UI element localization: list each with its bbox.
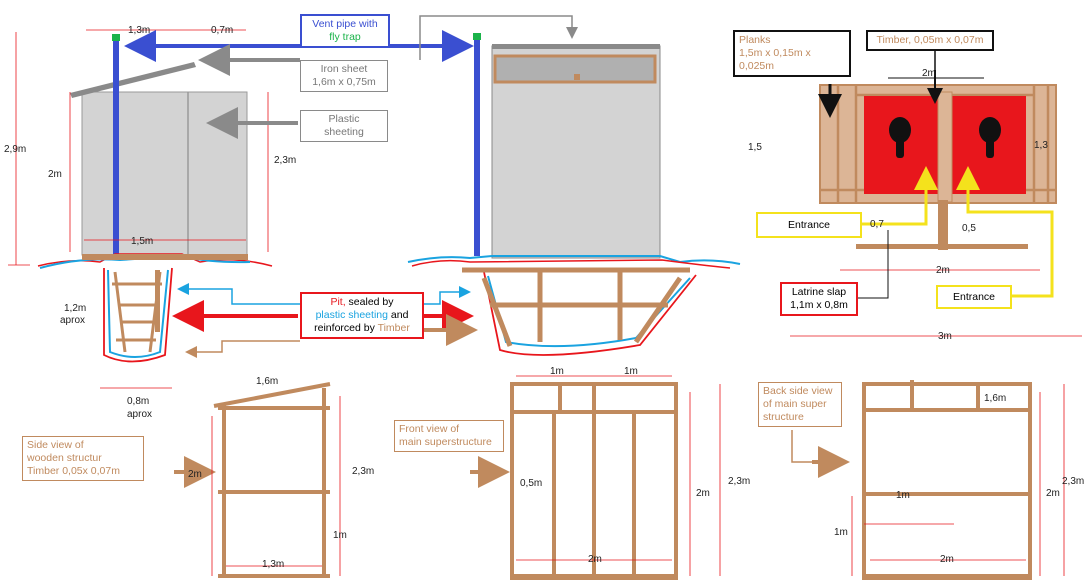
back-frame-dim-2-3m: 2,3m	[1062, 476, 1084, 487]
side-plastic-wall	[81, 91, 248, 256]
vent-pipe-callout: Vent pipe with fly trap	[300, 14, 390, 48]
entrance-callout-1: Entrance	[756, 212, 862, 238]
plan-dim-1-5: 1,5	[748, 142, 762, 153]
side-view-callout: Side view of wooden structur Timber 0,05…	[22, 436, 144, 481]
front-frame-dim-2-3m: 2,3m	[728, 476, 750, 487]
pit-sealed-text: sealed by	[345, 296, 394, 308]
iron-sheet-connector	[419, 15, 578, 60]
side-wooden-frame	[213, 382, 331, 578]
iron-sheet-callout: Iron sheet 1,6m x 0,75m	[300, 60, 388, 92]
plan-dim-1-3: 1,3	[1034, 140, 1048, 151]
pit-reinforced-text: reinforced by	[314, 322, 378, 334]
plan-dim-0-7: 0,7	[870, 219, 884, 230]
latrine-slab-label: Latrine slap	[791, 286, 847, 298]
front-view-latrine	[407, 33, 741, 356]
plastic-sheeting-callout: Plastic sheeting	[300, 110, 388, 142]
timber-label: Timber, 0,05m x 0,07m	[876, 34, 984, 46]
plastic-pit-arrow-right	[424, 286, 471, 305]
entrance-label-1: Entrance	[787, 219, 831, 231]
back-frame-dim-1m-vert: 1m	[834, 527, 848, 538]
fly-trap-label: fly trap	[329, 31, 361, 43]
vent-fly-trap-cap	[112, 34, 120, 41]
back-frame-dim-2m: 2m	[940, 554, 954, 565]
side-frame-dim-1m: 1m	[333, 530, 347, 541]
front-view-callout: Front view of main superstructure	[394, 420, 504, 452]
dim-2m-side: 2m	[48, 169, 62, 180]
pit-label: Pit,	[330, 296, 346, 308]
pit-plastic-text: plastic sheeting	[315, 309, 388, 321]
front-view-label-2: main superstructure	[399, 436, 492, 448]
dim-0-8m: 0,8m	[127, 396, 149, 407]
front-frame-dim-1m-b: 1m	[624, 366, 638, 377]
entrance-callout-2: Entrance	[936, 285, 1012, 309]
pit-and-text: and	[387, 309, 409, 321]
pit-callout: Pit, sealed by plastic sheeting and rein…	[300, 292, 424, 339]
plan-dim-2m-bottom: 2m	[936, 265, 950, 276]
side-frame-dim-1-6m: 1,6m	[256, 376, 278, 387]
plastic-label-line1: Plastic	[328, 113, 360, 125]
pit-timber-text: Timber	[377, 322, 410, 334]
planks-label: Planks	[739, 34, 771, 46]
dim-2-3m-side: 2,3m	[274, 155, 296, 166]
dim-1-3m: 1,3m	[128, 25, 150, 36]
back-frame-dim-1-6m: 1,6m	[984, 393, 1006, 404]
plan-view-latrine: 2m 1,5 1,3 0,7 0,5 2m 3m	[748, 50, 1082, 342]
side-vent-pipe	[113, 40, 119, 256]
plastic-label-line2: sheeting	[324, 126, 364, 138]
side-view-latrine: 1,3m 0,7m 2,9m 2m 2,3m 1,5m 1,2m aprox 0…	[4, 25, 296, 420]
iron-sheet-size: 1,6m x 0,75m	[312, 76, 376, 88]
back-view-label-2: of main super	[763, 398, 827, 410]
planks-size: 1,5m x 0,15m x 0,025m	[739, 47, 811, 72]
side-frame-dim-1-3m: 1,3m	[262, 559, 284, 570]
plastic-pit-arrow-left	[177, 283, 300, 305]
front-vent-pipe	[474, 40, 480, 256]
entrance-label-2: Entrance	[952, 291, 996, 303]
vent-pipe-label: Vent pipe with	[312, 18, 378, 30]
front-frame-dim-0-5m: 0,5m	[520, 478, 542, 489]
iron-sheet-label: Iron sheet	[320, 63, 368, 75]
timber-callout: Timber, 0,05m x 0,07m	[866, 30, 994, 51]
back-view-label-3: structure	[763, 411, 804, 423]
dim-aprox-2: aprox	[127, 409, 152, 420]
side-view-label-2: wooden structur	[27, 452, 102, 464]
side-frame-dim-2-3m: 2,3m	[352, 466, 374, 477]
front-frame-dim-2m-left: 2m	[696, 488, 710, 499]
latrine-slab-callout: Latrine slap 1,1m x 0,8m	[780, 282, 858, 316]
front-frame-dim-1m-a: 1m	[550, 366, 564, 377]
back-view-label-1: Back side view	[763, 385, 833, 397]
plan-dim-2m-top: 2m	[922, 68, 936, 79]
side-iron-roof	[70, 62, 196, 98]
dim-aprox: aprox	[60, 315, 85, 326]
front-frame-dim-2m: 2m	[588, 554, 602, 565]
back-frame-dim-1m: 1m	[896, 490, 910, 501]
dim-1-2m: 1,2m	[64, 303, 86, 314]
back-wooden-frame	[862, 380, 1032, 580]
latrine-slab-size: 1,1m x 0,8m	[790, 299, 848, 311]
planks-callout: Planks 1,5m x 0,15m x 0,025m	[733, 30, 851, 77]
front-wooden-frame	[510, 382, 678, 580]
side-view-label-3: Timber 0,05x 0,07m	[27, 465, 120, 477]
dim-1-5m: 1,5m	[131, 236, 153, 247]
plan-dim-0-5: 0,5	[962, 223, 976, 234]
dim-2-9m: 2,9m	[4, 144, 26, 155]
side-frame-dim-2m: 2m	[188, 469, 202, 480]
plan-dim-3m: 3m	[938, 331, 952, 342]
back-frame-dim-2m-right: 2m	[1046, 488, 1060, 499]
back-view-callout: Back side view of main super structure	[758, 382, 842, 427]
front-view-label-1: Front view of	[399, 423, 460, 435]
dim-0-7m: 0,7m	[211, 25, 233, 36]
side-view-label-1: Side view of	[27, 439, 84, 451]
timber-pit-arrow-left	[185, 340, 300, 358]
